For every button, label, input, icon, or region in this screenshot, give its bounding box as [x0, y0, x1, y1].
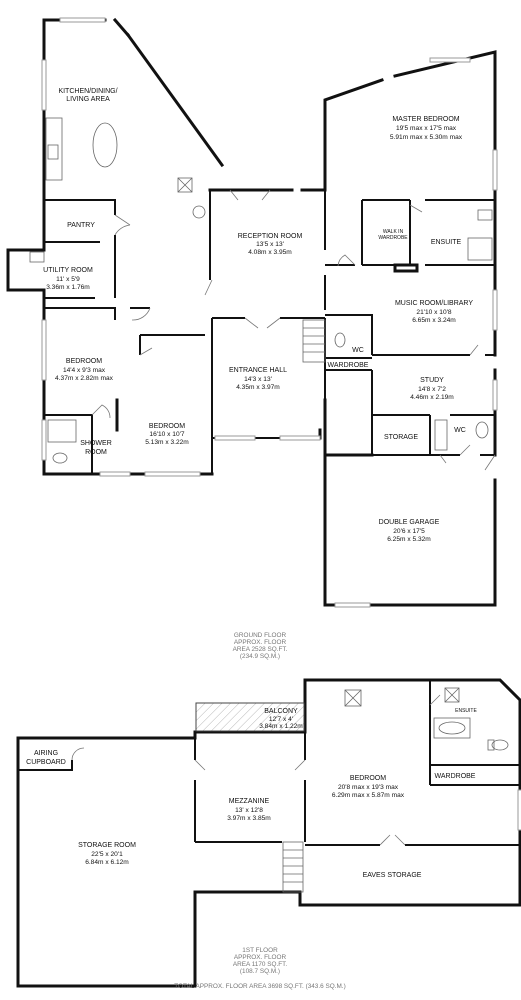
area-line: APPROX. FLOOR [234, 639, 287, 646]
room-name: BEDROOM [66, 358, 102, 365]
room-name: WARDROBE [378, 235, 408, 241]
ground-floor-walls [6, 17, 497, 607]
room-name: UTILITY ROOM [43, 267, 93, 274]
room-dim-metric: 3.97m x 3.85m [227, 815, 271, 822]
room-ensuite: ENSUITE [431, 239, 462, 246]
room-music: MUSIC ROOM/LIBRARY 21'10 x 10'8 6.65m x … [395, 300, 473, 324]
area-line: APPROX. FLOOR [234, 954, 287, 961]
room-shower: SHOWER ROOM [80, 440, 112, 456]
room-dim-imperial: 14'8 x 7'2 [418, 386, 446, 393]
room-bedroom-first: BEDROOM 20'8 max x 19'3 max 6.29m max x … [332, 775, 405, 799]
room-wc-north: WC [352, 347, 364, 354]
room-dim-imperial: 16'10 x 10'7 [149, 431, 184, 438]
room-airing: AIRING CUPBOARD [26, 750, 66, 766]
room-dim-imperial: 19'5 max x 17'5 max [396, 125, 457, 132]
stairs-first [282, 841, 304, 893]
room-bedroom-south: BEDROOM 16'10 x 10'7 5.13m x 3.22m [145, 423, 189, 446]
room-dim-metric: 4.35m x 3.97m [236, 384, 280, 391]
room-kitchen: KITCHEN/DINING/ LIVING AREA [58, 88, 117, 103]
balcony-hatch [195, 702, 305, 732]
first-floor-area: 1ST FLOOR APPROX. FLOOR AREA 1170 SQ.FT.… [233, 947, 287, 975]
room-dim-metric: 5.91m max x 5.30m max [390, 134, 463, 141]
room-name: RECEPTION ROOM [238, 233, 303, 240]
room-name: KITCHEN/DINING/ [58, 88, 117, 95]
room-dim-metric: 4.37m x 2.82m max [55, 375, 114, 382]
room-dim-imperial: 11' x 5'9 [56, 276, 80, 283]
room-wardrobe: WARDROBE [328, 362, 369, 369]
room-dim-imperial: 21'10 x 10'8 [416, 309, 451, 316]
room-dim-metric: 6.84m x 6.12m [85, 859, 129, 866]
ground-floor-fixtures [29, 117, 493, 464]
room-dim-metric: 4.46m x 2.19m [410, 394, 454, 401]
room-name: WALK IN [383, 229, 404, 235]
room-dim-metric: 3.36m x 1.76m [46, 284, 90, 291]
room-name: STORAGE ROOM [78, 842, 136, 849]
room-name: CUPBOARD [26, 759, 66, 766]
room-name: ENTRANCE HALL [229, 367, 287, 374]
room-ensuite-first: ENSUITE [455, 708, 477, 714]
room-study: STUDY 14'8 x 7'2 4.46m x 2.19m [410, 377, 454, 401]
room-dim-imperial: 12'7 x 4' [269, 716, 293, 723]
stairs-ground [302, 319, 326, 363]
area-line: (234.9 SQ.M.) [240, 653, 280, 660]
room-dim-metric: 5.13m x 3.22m [145, 439, 189, 446]
room-reception: RECEPTION ROOM 13'5 x 13' 4.08m x 3.95m [238, 233, 303, 256]
room-wc-south: WC [454, 427, 466, 434]
room-bedroom-west: BEDROOM 14'4 x 9'3 max 4.37m x 2.82m max [55, 358, 114, 382]
room-wardrobe-first: WARDROBE [435, 773, 476, 780]
room-utility: UTILITY ROOM 11' x 5'9 3.36m x 1.76m [43, 267, 93, 291]
room-dim-metric: 4.08m x 3.95m [248, 249, 292, 256]
room-dim-imperial: 22'5 x 20'1 [91, 851, 123, 858]
area-line: (108.7 SQ.M.) [240, 968, 280, 975]
first-floor-fixtures [71, 687, 521, 893]
ground-floor-windows [41, 17, 498, 608]
room-dim-metric: 6.65m x 3.24m [412, 317, 456, 324]
area-line: AREA 2528 SQ.FT. [233, 646, 288, 653]
area-line: 1ST FLOOR [242, 947, 278, 954]
room-dim-imperial: 14'4 x 9'3 max [63, 367, 106, 374]
area-line: AREA 1170 SQ.FT. [233, 961, 287, 968]
total-area: TOTAL APPROX. FLOOR AREA 3698 SQ.FT. (34… [174, 983, 345, 990]
room-balcony: BALCONY 12'7 x 4' 3.84m x 1.22m [259, 708, 303, 730]
room-name: STUDY [420, 377, 444, 384]
room-dim-imperial: 20'8 max x 19'3 max [338, 784, 399, 791]
room-dim-metric: 3.84m x 1.22m [259, 723, 303, 730]
room-storage-room: STORAGE ROOM 22'5 x 20'1 6.84m x 6.12m [78, 842, 136, 866]
room-mezzanine: MEZZANINE 13' x 12'8 3.97m x 3.85m [227, 798, 271, 822]
room-dim-imperial: 20'6 x 17'5 [393, 528, 425, 535]
room-name: DOUBLE GARAGE [379, 519, 440, 526]
room-name: SHOWER [80, 440, 112, 447]
room-dim-metric: 6.25m x 5.32m [387, 536, 431, 543]
room-eaves: EAVES STORAGE [363, 872, 422, 879]
room-dim-imperial: 14'3 x 13' [244, 376, 272, 383]
room-dim-imperial: 13'5 x 13' [256, 241, 284, 248]
room-dim-metric: 6.29m max x 5.87m max [332, 792, 405, 799]
room-name: BEDROOM [149, 423, 185, 430]
room-dim-imperial: 13' x 12'8 [235, 807, 263, 814]
ground-floor-doors [91, 189, 496, 471]
room-name: MASTER BEDROOM [392, 116, 459, 123]
room-master: MASTER BEDROOM 19'5 max x 17'5 max 5.91m… [390, 116, 463, 141]
room-name: AIRING [34, 750, 58, 757]
room-name: ROOM [85, 449, 107, 456]
room-name: MUSIC ROOM/LIBRARY [395, 300, 473, 307]
room-name: LIVING AREA [66, 96, 110, 103]
ground-floor-area: GROUND FLOOR APPROX. FLOOR AREA 2528 SQ.… [233, 632, 288, 660]
room-name: BEDROOM [350, 775, 386, 782]
room-entrance: ENTRANCE HALL 14'3 x 13' 4.35m x 3.97m [229, 367, 287, 391]
area-line: GROUND FLOOR [234, 632, 287, 639]
room-garage: DOUBLE GARAGE 20'6 x 17'5 6.25m x 5.32m [379, 519, 440, 543]
room-name: MEZZANINE [229, 798, 270, 805]
room-pantry: PANTRY [67, 222, 95, 229]
room-walk-in: WALK IN WARDROBE [378, 229, 408, 241]
room-storage: STORAGE [384, 434, 418, 441]
room-name: BALCONY [264, 708, 298, 715]
